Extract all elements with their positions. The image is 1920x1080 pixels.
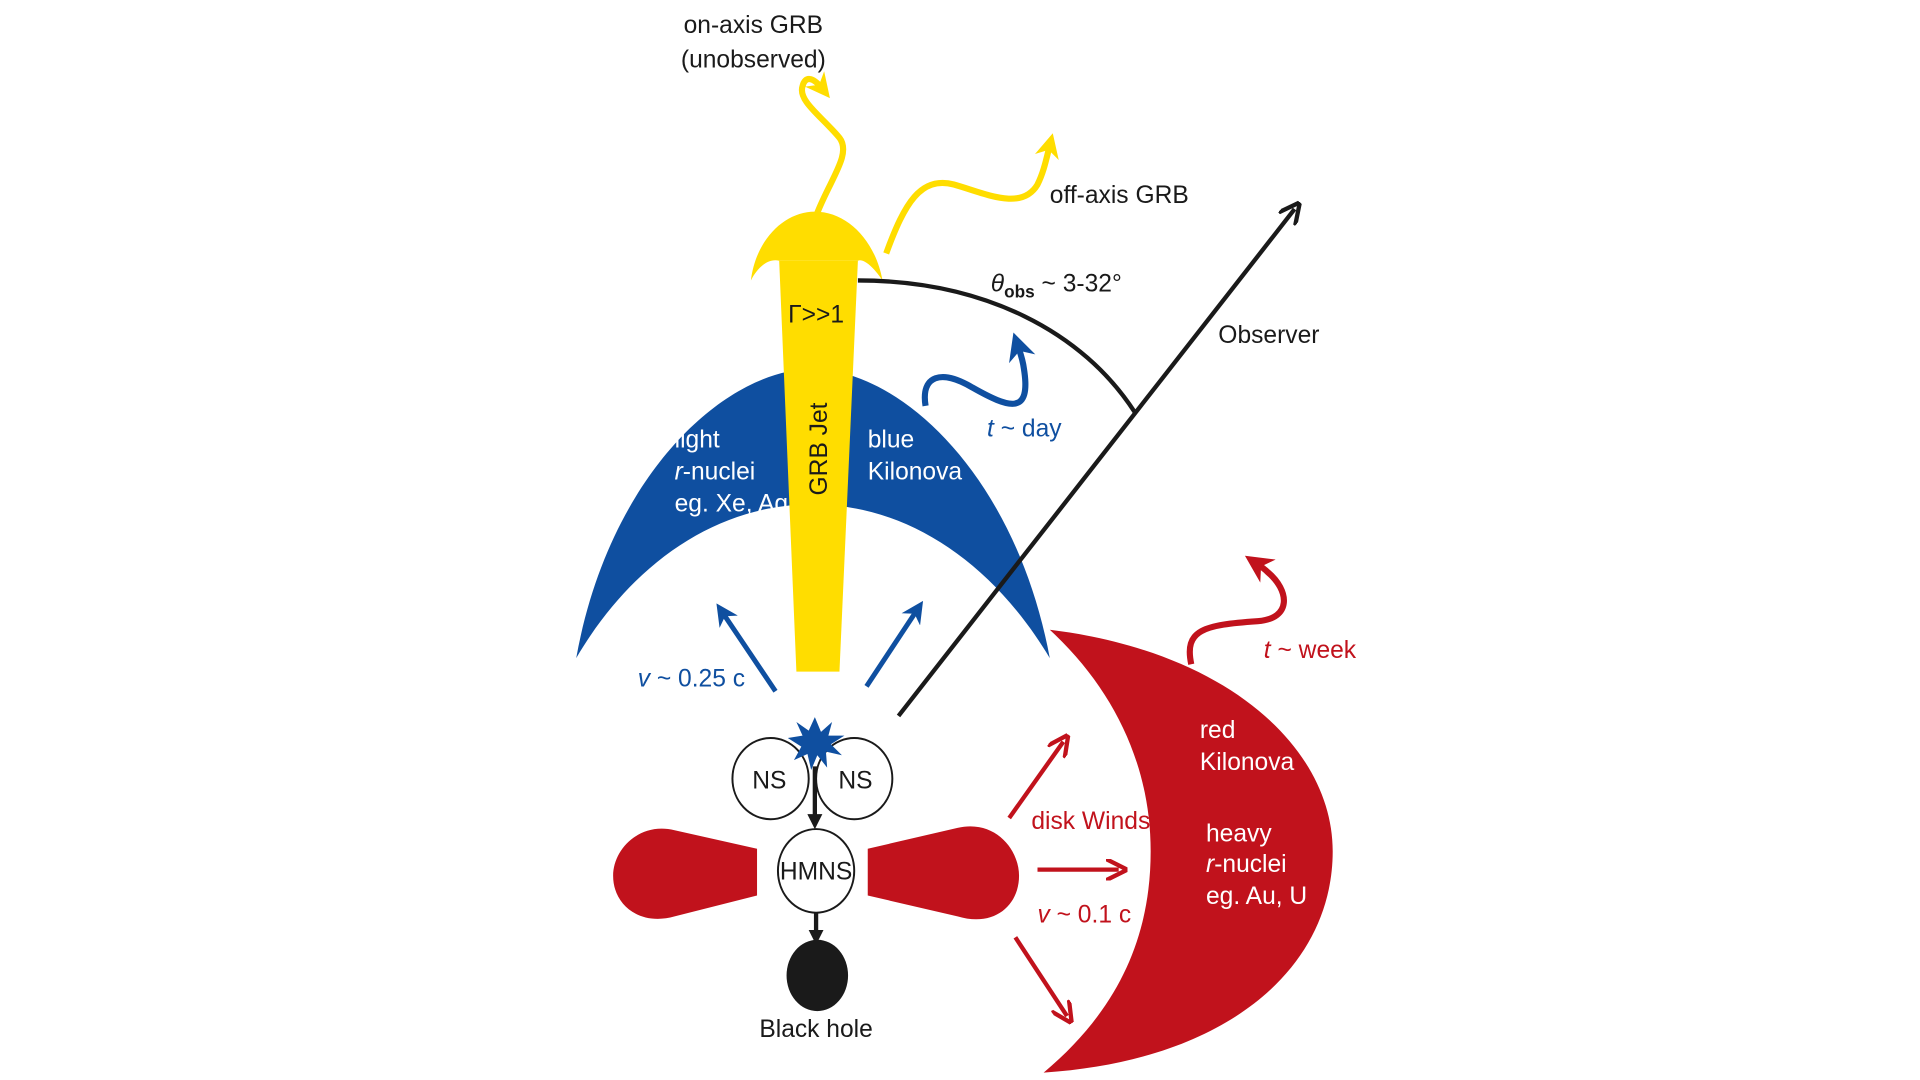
ejecta-arrow-left [716, 603, 778, 693]
grb-jet-label: GRB Jet [806, 402, 833, 495]
observer-line [896, 209, 1294, 718]
light-label: light [675, 427, 720, 454]
observing-angle-arc [857, 278, 1137, 414]
disk-wind-arrow-up [1007, 742, 1063, 820]
heavy-r-nuclei-label: r-nuclei [1206, 851, 1287, 878]
grb-jet-cap [750, 211, 883, 281]
blue-label: blue [868, 427, 915, 454]
ejecta-arrow-right [864, 600, 924, 688]
v-blue-label: v ~ 0.25 c [638, 665, 745, 692]
disk-wind-arrow-down [1013, 936, 1067, 1016]
v-red-label: v ~ 0.1 c [1037, 902, 1131, 929]
disk-winds-label: disk Winds [1031, 808, 1150, 835]
theta-obs-label: θobs ~ 3-32° [991, 271, 1122, 302]
merger-flash-icon [787, 717, 845, 771]
off-axis-grb-arrow [883, 133, 1059, 255]
red-kilonova-label: Kilonova [1200, 749, 1295, 776]
heavy-elements-label: eg. Au, U [1206, 883, 1307, 910]
red-week-arrow [1186, 555, 1287, 665]
observer-label: Observer [1218, 322, 1319, 349]
red-label: red [1200, 717, 1236, 744]
heavy-label: heavy [1206, 820, 1272, 847]
off-axis-grb-label: off-axis GRB [1050, 182, 1189, 209]
t-week-label: t ~ week [1264, 637, 1357, 664]
ns-right-label: NS [838, 767, 872, 794]
neutron-star-left [731, 737, 810, 821]
blue-kilonova-label: Kilonova [868, 459, 963, 486]
red-kilonova-shell [1043, 629, 1333, 1073]
black-hole [786, 939, 849, 1012]
light-r-nuclei-label: r-nuclei [675, 459, 756, 486]
black-hole-label: Black hole [759, 1016, 872, 1043]
unobserved-label: (unobserved) [681, 47, 826, 74]
light-elements-label: eg. Xe, Ag [675, 491, 789, 518]
disk-lobe-left [613, 828, 758, 919]
disk-lobe-right [867, 826, 1020, 920]
gamma-label: Γ>>1 [788, 301, 844, 328]
ns-left-label: NS [752, 767, 786, 794]
on-axis-grb-label: on-axis GRB [684, 12, 823, 39]
hmns-label: HMNS [780, 858, 852, 885]
t-day-label: t ~ day [987, 416, 1062, 443]
blue-kilonova-shell [576, 369, 1050, 659]
on-axis-grb-arrow [798, 71, 847, 214]
blue-day-arrow [921, 332, 1036, 407]
grb-jet [779, 260, 858, 672]
